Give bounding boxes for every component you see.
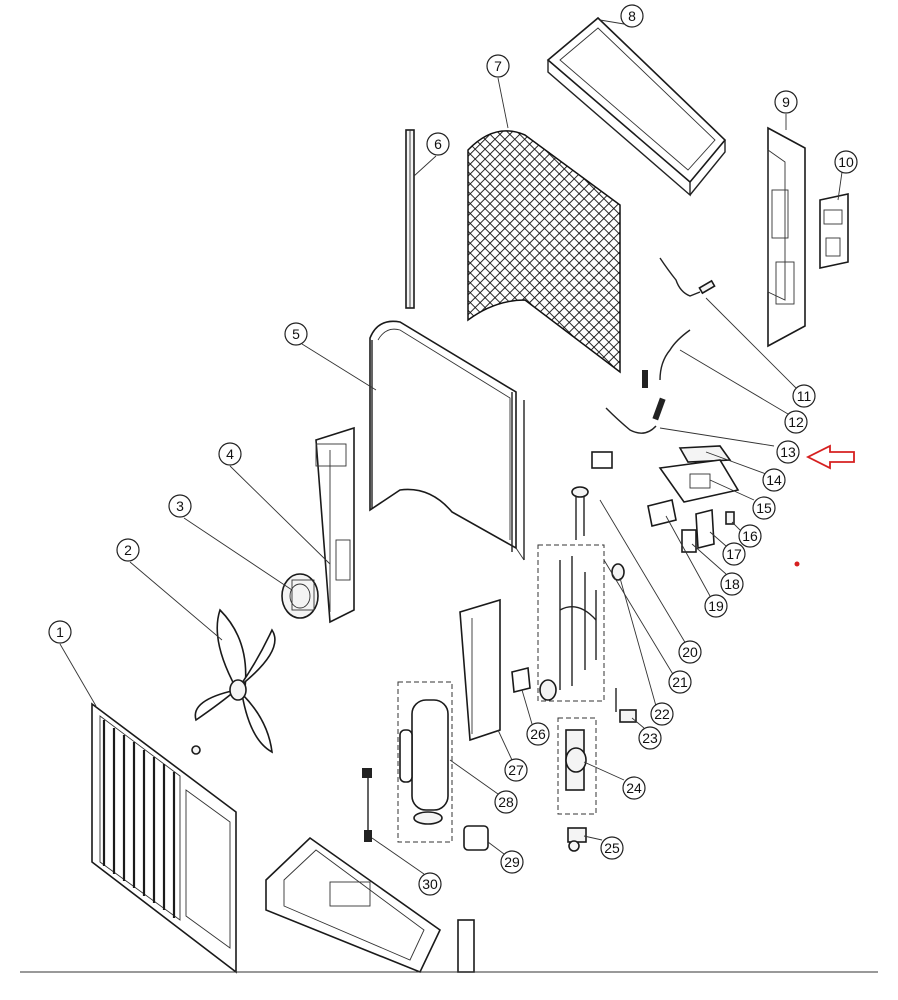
part-sensor-wire-11	[659, 257, 716, 297]
svg-text:13: 13	[780, 444, 796, 460]
callout-9: 9	[774, 90, 798, 114]
svg-text:9: 9	[782, 94, 790, 110]
svg-text:5: 5	[292, 326, 300, 342]
callout-15: 15	[752, 496, 776, 520]
callout-16: 16	[738, 524, 762, 548]
part-mounting-tab	[695, 508, 715, 550]
svg-text:26: 26	[530, 726, 546, 742]
part-accumulator	[463, 825, 489, 851]
part-base-pan	[265, 836, 475, 974]
svg-text:14: 14	[766, 472, 782, 488]
svg-text:2: 2	[124, 542, 132, 558]
part-fan-blade	[191, 608, 276, 755]
svg-text:22: 22	[654, 706, 670, 722]
part-small-clip	[725, 511, 735, 525]
callout-25: 25	[600, 836, 624, 860]
svg-text:23: 23	[642, 730, 658, 746]
highlight-dot	[794, 561, 800, 567]
callout-27: 27	[504, 758, 528, 782]
svg-text:21: 21	[672, 674, 688, 690]
callout-30: 30	[418, 872, 442, 896]
part-sensor-wire-13	[605, 397, 666, 434]
callout-14: 14	[762, 468, 786, 492]
svg-text:30: 30	[422, 876, 438, 892]
callout-20: 20	[678, 640, 702, 664]
part-sensor-wire-12	[642, 329, 691, 388]
callout-18: 18	[720, 572, 744, 596]
callout-22: 22	[650, 702, 674, 726]
callout-11: 11	[792, 384, 816, 408]
svg-text:4: 4	[226, 446, 234, 462]
callout-7: 7	[486, 54, 510, 78]
svg-text:25: 25	[604, 840, 620, 856]
highlight-arrow	[805, 444, 855, 470]
part-electrical-box	[658, 459, 740, 503]
callout-28: 28	[494, 790, 518, 814]
callout-5: 5	[284, 322, 308, 346]
part-relay	[681, 529, 697, 553]
part-top-cover	[546, 16, 727, 197]
svg-text:10: 10	[838, 154, 854, 170]
part-compressor	[397, 681, 453, 843]
svg-text:19: 19	[708, 598, 724, 614]
callout-markers: 1 2 3 4 5 6 7 8 9 10 11 12 13 14 15 16 1…	[48, 4, 858, 896]
svg-text:27: 27	[508, 762, 524, 778]
svg-text:15: 15	[756, 500, 772, 516]
part-vertical-post	[405, 129, 415, 309]
part-service-valve	[567, 827, 587, 852]
callout-21: 21	[668, 670, 692, 694]
svg-text:8: 8	[628, 8, 636, 24]
callout-8: 8	[620, 4, 644, 28]
svg-text:11: 11	[797, 388, 812, 404]
part-small-sensor	[591, 451, 613, 469]
callout-17: 17	[722, 542, 746, 566]
part-control-bracket	[819, 193, 849, 269]
part-fan-motor	[281, 573, 319, 619]
part-partition-plate	[459, 598, 501, 742]
callout-24: 24	[622, 776, 646, 800]
svg-text:17: 17	[726, 546, 742, 562]
callout-29: 29	[500, 850, 524, 874]
part-pipe-assembly	[537, 486, 625, 702]
part-capacitor-box	[647, 499, 677, 527]
callout-6: 6	[426, 132, 450, 156]
grille-bars	[102, 720, 176, 918]
callout-12: 12	[784, 410, 808, 434]
svg-text:7: 7	[494, 58, 502, 74]
callout-2: 2	[116, 538, 140, 562]
part-condenser-coil	[369, 320, 525, 561]
part-motor-bracket	[315, 426, 355, 624]
part-power-cable	[362, 768, 372, 842]
callout-3: 3	[168, 494, 192, 518]
callout-19: 19	[704, 594, 728, 618]
part-reactor	[511, 666, 531, 694]
part-rear-mesh-grille	[467, 130, 621, 374]
svg-text:3: 3	[176, 498, 184, 514]
svg-text:6: 6	[434, 136, 442, 152]
svg-text:29: 29	[504, 854, 520, 870]
svg-text:24: 24	[626, 780, 642, 796]
part-side-panel	[767, 126, 806, 348]
svg-text:16: 16	[742, 528, 758, 544]
svg-text:18: 18	[724, 576, 740, 592]
part-terminal-plate	[678, 445, 732, 463]
callout-10: 10	[834, 150, 858, 174]
callout-4: 4	[218, 442, 242, 466]
callout-23: 23	[638, 726, 662, 750]
svg-text:1: 1	[56, 624, 64, 640]
callout-1: 1	[48, 620, 72, 644]
svg-text:28: 28	[498, 794, 514, 810]
svg-text:20: 20	[682, 644, 698, 660]
part-four-way-valve	[557, 717, 597, 815]
leader-lines	[59, 19, 843, 875]
callout-13: 13	[776, 440, 800, 464]
callout-26: 26	[526, 722, 550, 746]
part-service-valve-small	[615, 688, 637, 723]
part-front-grille-panel	[91, 702, 237, 974]
svg-text:12: 12	[788, 414, 804, 430]
